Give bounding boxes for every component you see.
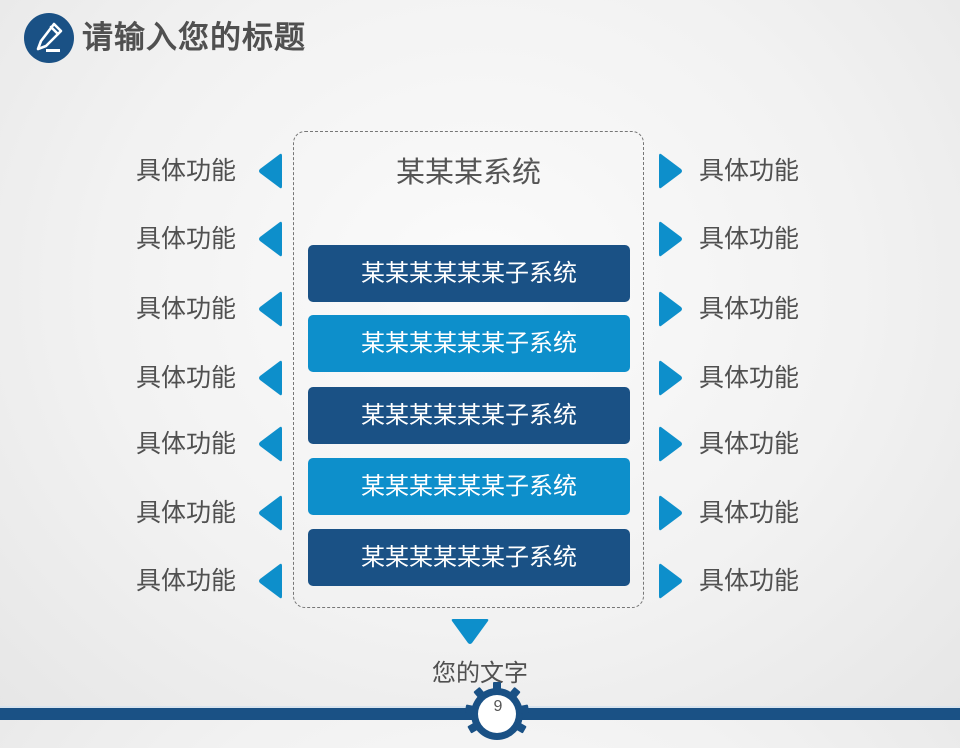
arrow-right-icon bbox=[659, 426, 682, 462]
arrow-right-icon bbox=[659, 495, 682, 531]
arrow-left-icon bbox=[259, 426, 282, 462]
pencil-icon bbox=[36, 22, 63, 52]
left-feature-label: 具体功能 bbox=[136, 294, 237, 323]
left-feature-label: 具体功能 bbox=[136, 498, 237, 527]
pencil-icon-badge bbox=[24, 13, 74, 63]
system-title: 某某某系统 bbox=[395, 155, 541, 189]
right-feature-label: 具体功能 bbox=[699, 363, 800, 392]
arrow-right-icon bbox=[659, 291, 682, 327]
left-feature-label: 具体功能 bbox=[136, 429, 237, 458]
left-feature-label: 具体功能 bbox=[136, 156, 237, 185]
arrow-down-icon bbox=[451, 619, 489, 644]
left-feature-label: 具体功能 bbox=[136, 363, 237, 392]
right-feature-label: 具体功能 bbox=[699, 224, 800, 253]
arrow-left-icon bbox=[259, 495, 282, 531]
arrow-left-icon bbox=[259, 360, 282, 396]
subsystem-box: 某某某某某某子系统 bbox=[308, 245, 630, 302]
arrow-left-icon bbox=[259, 563, 282, 599]
arrow-left-icon bbox=[259, 153, 282, 189]
right-feature-label: 具体功能 bbox=[699, 156, 800, 185]
right-feature-label: 具体功能 bbox=[699, 566, 800, 595]
arrow-right-icon bbox=[659, 360, 682, 396]
subsystem-box: 某某某某某某子系统 bbox=[308, 458, 630, 515]
subsystem-box: 某某某某某某子系统 bbox=[308, 529, 630, 586]
output-label: 您的文字 bbox=[432, 659, 528, 687]
page-title: 请输入您的标题 bbox=[82, 20, 306, 56]
subsystem-box: 某某某某某某子系统 bbox=[308, 315, 630, 372]
right-feature-label: 具体功能 bbox=[699, 429, 800, 458]
arrow-left-icon bbox=[259, 291, 282, 327]
right-feature-label: 具体功能 bbox=[699, 498, 800, 527]
page-number: 9 bbox=[493, 698, 503, 715]
left-feature-label: 具体功能 bbox=[136, 566, 237, 595]
arrow-right-icon bbox=[659, 153, 682, 189]
right-feature-label: 具体功能 bbox=[699, 294, 800, 323]
left-feature-label: 具体功能 bbox=[136, 224, 237, 253]
arrow-left-icon bbox=[259, 221, 282, 257]
subsystem-box: 某某某某某某子系统 bbox=[308, 387, 630, 444]
arrow-right-icon bbox=[659, 221, 682, 257]
system-container bbox=[293, 131, 644, 608]
arrow-right-icon bbox=[659, 563, 682, 599]
